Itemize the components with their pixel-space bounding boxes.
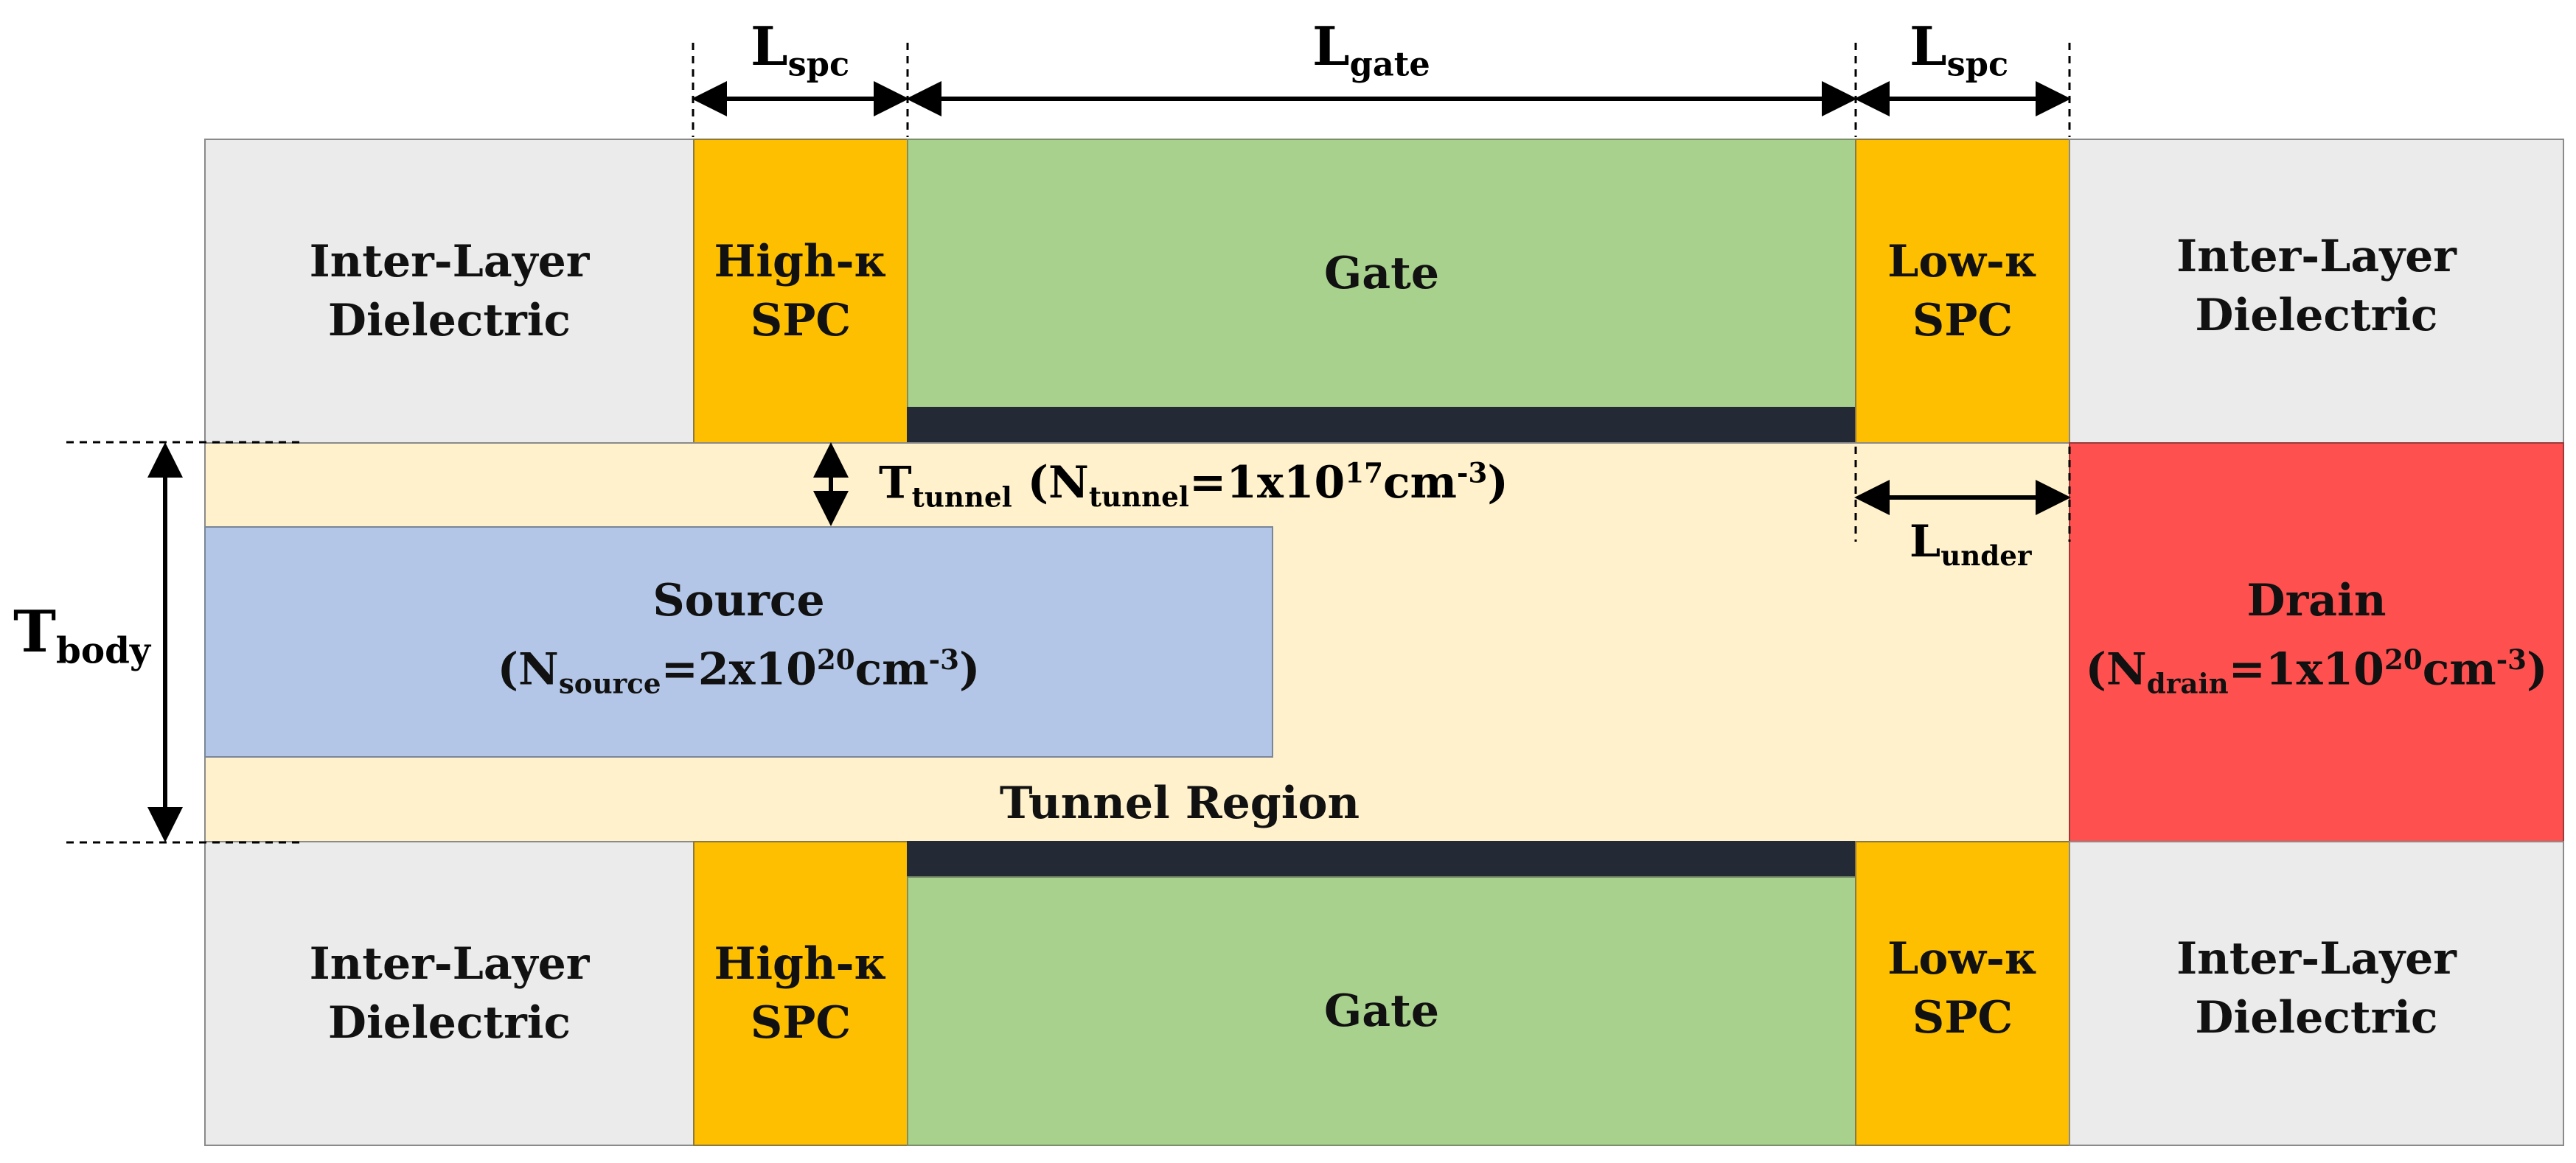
bottom-right-ild-label: Inter-Layer Dielectric: [2176, 933, 2457, 1044]
tunnel-doping: (Ntunnel=1x1017cm-3): [1027, 457, 1508, 514]
bottom-gate-label: Gate: [1323, 985, 1439, 1037]
bottom-gate-oxide: [907, 841, 1856, 878]
top-right-ild-label: Inter-Layer Dielectric: [2176, 231, 2457, 341]
l-spc-left-label: Lspc: [751, 15, 850, 84]
top-left-ild-label: Inter-Layer Dielectric: [309, 236, 590, 346]
l-gate-label: Lgate: [1312, 15, 1430, 84]
source-doping: (Nsource=2x1020cm-3): [497, 643, 981, 700]
bottom-left-ild-label: Inter-Layer Dielectric: [309, 938, 590, 1049]
l-under-label: Lunder: [1910, 516, 2032, 572]
t-tunnel-label: Ttunnel (Ntunnel=1x1017cm-3): [879, 457, 1508, 514]
drain-region: [2069, 442, 2564, 842]
top-gate-label: Gate: [1323, 248, 1439, 299]
bottom-high-k-spacer: [693, 841, 908, 1146]
bottom-right-ild: [2069, 841, 2564, 1146]
top-low-k-spacer: [1855, 139, 2070, 444]
source-region: [204, 526, 1273, 758]
top-low-k-spacer-label: Low-κ SPC: [1887, 236, 2038, 346]
bottom-low-k-spacer: [1855, 841, 2070, 1146]
top-left-ild: [204, 139, 695, 444]
source-label: Source (Nsource=2x1020cm-3): [204, 526, 1273, 758]
top-right-ild: [2069, 139, 2564, 444]
bottom-gate: [907, 876, 1856, 1146]
drain-doping: (Ndrain=1x1020cm-3): [2085, 643, 2548, 700]
bottom-low-k-spacer-label: Low-κ SPC: [1887, 933, 2038, 1044]
l-spc-right-label: Lspc: [1910, 15, 2009, 84]
bottom-high-k-spacer-label: High-κ SPC: [714, 938, 888, 1049]
bottom-left-ild: [204, 841, 695, 1146]
t-body-label: Tbody: [13, 598, 151, 672]
top-high-k-spacer-label: High-κ SPC: [714, 236, 888, 346]
top-gate-oxide: [907, 407, 1856, 444]
drain-label: Drain (Ndrain=1x1020cm-3): [2069, 442, 2564, 842]
tunnel-region-label: Tunnel Region: [999, 778, 1360, 829]
top-high-k-spacer: [693, 139, 908, 444]
